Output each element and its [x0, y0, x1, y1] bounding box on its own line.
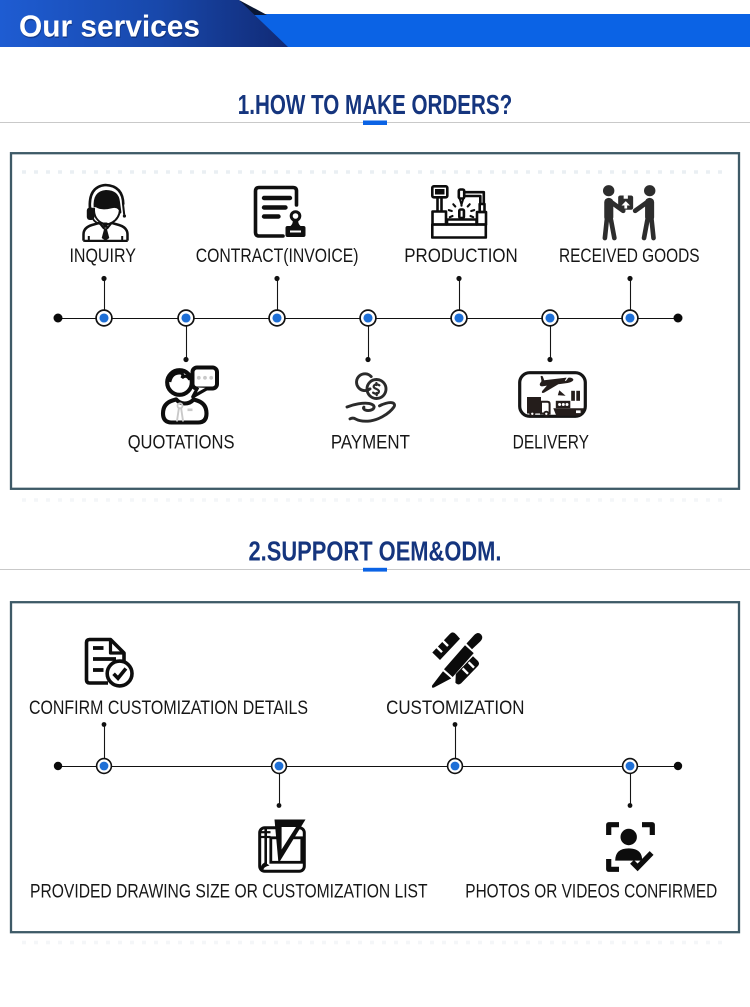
- svg-text:CONFIRM CUSTOMIZATION DETAILS: CONFIRM CUSTOMIZATION DETAILS: [29, 698, 308, 719]
- svg-text:CUSTOMIZATION: CUSTOMIZATION: [386, 698, 524, 719]
- svg-text:Our services: Our services: [20, 11, 201, 45]
- svg-text:PRODUCTION: PRODUCTION: [404, 246, 518, 267]
- svg-text:PAYMENT: PAYMENT: [331, 433, 410, 454]
- svg-text:CONTRACT(INVOICE): CONTRACT(INVOICE): [196, 246, 359, 267]
- svg-text:INQUIRY: INQUIRY: [69, 246, 136, 267]
- svg-text:Our services: Our services: [19, 10, 200, 44]
- svg-text:QUOTATIONS: QUOTATIONS: [128, 433, 235, 454]
- svg-text:RECEIVED GOODS: RECEIVED GOODS: [559, 246, 700, 267]
- svg-text:DELIVERY: DELIVERY: [513, 433, 590, 454]
- svg-text:PROVIDED DRAWING SIZE OR CUSTO: PROVIDED DRAWING SIZE OR CUSTOMIZATION L…: [30, 882, 428, 903]
- svg-text:2.SUPPORT OEM&ODM.: 2.SUPPORT OEM&ODM.: [249, 536, 502, 567]
- svg-text:PHOTOS OR VIDEOS CONFIRMED: PHOTOS OR VIDEOS CONFIRMED: [465, 882, 717, 903]
- svg-text:1.HOW TO MAKE ORDERS?: 1.HOW TO MAKE ORDERS?: [238, 89, 513, 120]
